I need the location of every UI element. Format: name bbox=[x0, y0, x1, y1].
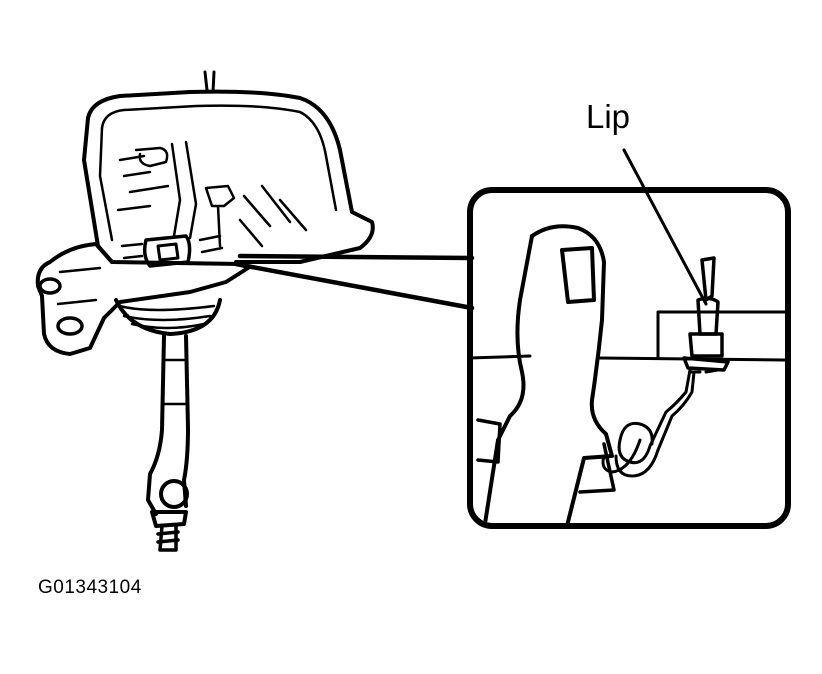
callout-leader bbox=[233, 253, 475, 311]
shift-lever-housing bbox=[82, 70, 375, 268]
lower-lever-rod bbox=[146, 334, 190, 552]
lip-pointer-line bbox=[622, 148, 708, 306]
lip-callout-label: Lip bbox=[586, 98, 631, 135]
detail-inset bbox=[467, 187, 791, 529]
figure-code: G01343104 bbox=[38, 577, 142, 598]
mounting-flange bbox=[35, 242, 250, 356]
